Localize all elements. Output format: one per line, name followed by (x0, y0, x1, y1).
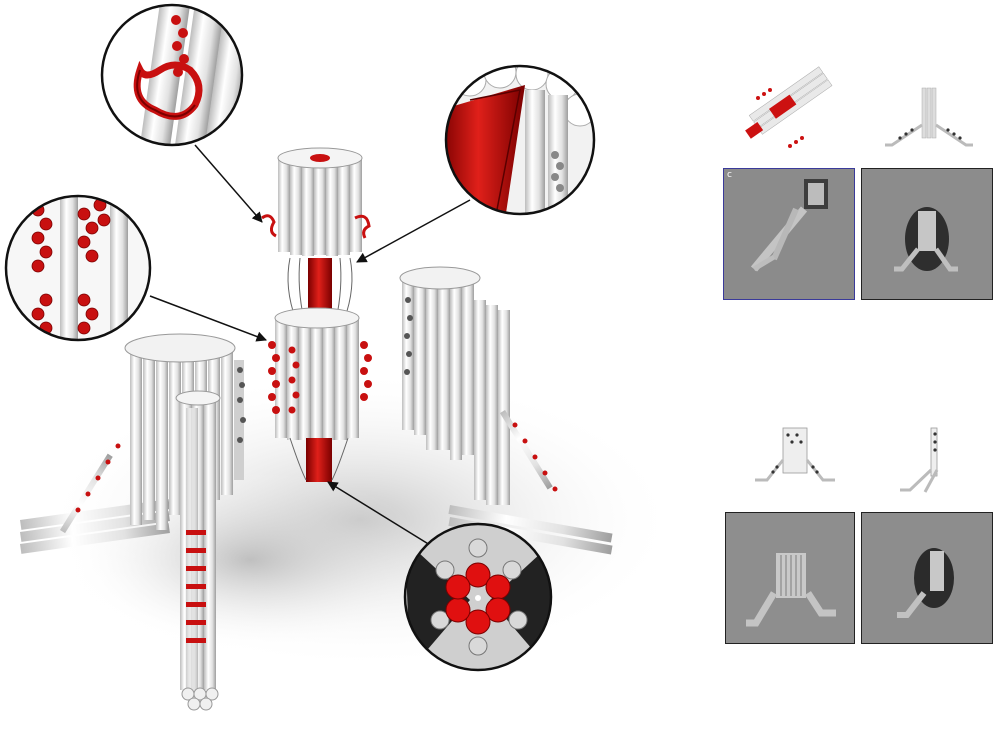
model-view-1 (730, 48, 850, 160)
micrograph-3 (725, 512, 855, 644)
main-illustration (4, 3, 680, 711)
model-view-4 (885, 420, 965, 505)
central-construct (261, 147, 372, 482)
floor-shadow (70, 470, 430, 650)
zoom-inset-cross-section (403, 522, 553, 672)
micrograph-4 (861, 512, 993, 644)
zoom-inset-helices (4, 194, 152, 342)
zoom-inset-core (444, 64, 596, 216)
front-leg-structure (175, 390, 221, 711)
right-leg-structure (399, 266, 613, 555)
callout-arrows (149, 144, 471, 546)
model-view-3 (745, 420, 845, 505)
model-view-2 (870, 80, 990, 160)
zoom-inset-loop (100, 3, 244, 147)
micrograph-tag: c (727, 170, 732, 180)
micrograph-1: c (723, 168, 855, 300)
micrograph-2 (861, 168, 993, 300)
